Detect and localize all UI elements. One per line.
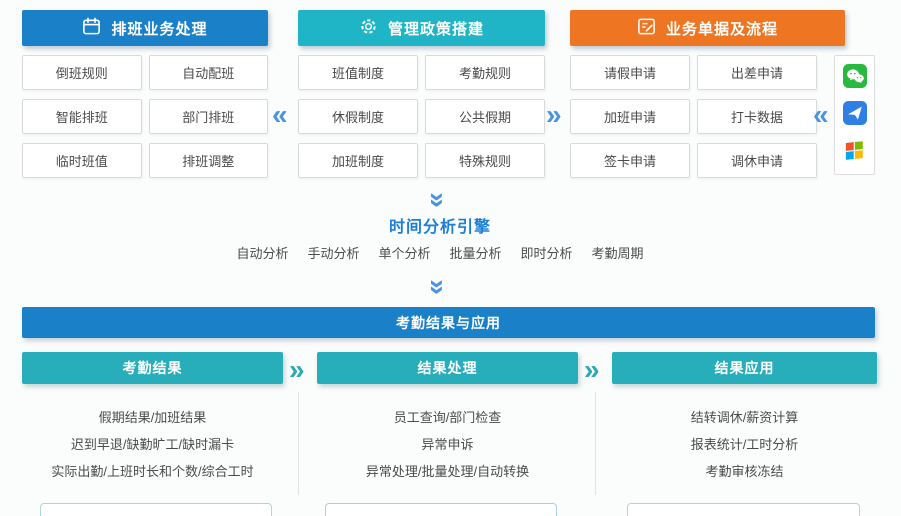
diagram-node: 部门排班 [148, 99, 268, 134]
diagram-node: 签卡申请 [570, 143, 690, 178]
engine-mode: 自动分析 [236, 246, 289, 261]
result-bar-attendance: 考勤结果 [22, 352, 283, 384]
chevron-down-icon: » [423, 279, 454, 295]
chevron-right-icon: » [584, 354, 600, 385]
scheduling-grid: 倒班规则 自动配班 智能排班 部门排班 临时班值 排班调整 [22, 55, 268, 178]
list-item: 考勤审核冻结 [705, 464, 784, 479]
list-item: 迟到早退/缺勤旷工/缺时漏卡 [70, 437, 235, 452]
divider [595, 392, 596, 495]
list-item: 假期结果/加班结果 [98, 410, 207, 425]
result-bar-processing: 结果处理 [317, 352, 578, 384]
processing-result-list: 员工查询/部门检查 异常申诉 异常处理/批量处理/自动转换 [317, 404, 578, 485]
policy-header-label: 管理政策搭建 [387, 20, 484, 38]
diagram-node: 班值制度 [298, 55, 418, 90]
diagram-node: 加班制度 [298, 143, 418, 178]
diagram-node: 休假制度 [298, 99, 418, 134]
list-item: 员工查询/部门检查 [393, 410, 502, 425]
windows-icon [843, 138, 866, 166]
engine-mode: 单个分析 [378, 246, 431, 261]
documents-header-label: 业务单据及流程 [665, 20, 778, 38]
chevron-right-icon: » [546, 99, 562, 130]
diagram-node: 出差申请 [697, 55, 817, 90]
list-item: 结转调休/薪资计算 [690, 410, 799, 425]
cutoff-box [627, 503, 860, 516]
engine-mode: 考勤周期 [591, 246, 644, 261]
list-item: 报表统计/工时分析 [690, 437, 799, 452]
diagram-node: 调休申请 [697, 143, 817, 178]
documents-column: 业务单据及流程 请假申请 出差申请 加班申请 打卡数据 签卡申请 调休申请 [570, 10, 845, 178]
diagram-node: 公共假期 [425, 99, 545, 134]
diagram-node: 排班调整 [148, 143, 268, 178]
list-item: 异常处理/批量处理/自动转换 [365, 464, 530, 479]
diagram-node: 临时班值 [22, 143, 142, 178]
diagram-node: 加班申请 [570, 99, 690, 134]
application-result-list: 结转调休/薪资计算 报表统计/工时分析 考勤审核冻结 [612, 404, 877, 485]
engine-mode: 手动分析 [307, 246, 360, 261]
list-item: 异常申诉 [421, 437, 474, 452]
chevron-right-icon: » [289, 354, 305, 385]
divider [298, 392, 299, 495]
gear-icon [359, 17, 378, 40]
documents-header: 业务单据及流程 [570, 10, 845, 46]
scheduling-header-label: 排班业务处理 [111, 20, 208, 38]
results-banner: 考勤结果与应用 [22, 307, 875, 338]
scheduling-header: 排班业务处理 [22, 10, 268, 46]
diagram-node: 智能排班 [22, 99, 142, 134]
chevron-down-icon: » [423, 192, 454, 208]
form-icon [637, 17, 656, 40]
list-item: 实际出勤/上班时长和个数/综合工时 [51, 464, 254, 479]
engine-modes: 自动分析 手动分析 单个分析 批量分析 即时分析 考勤周期 [0, 243, 880, 262]
cutoff-box [325, 503, 557, 516]
wechat-icon [842, 64, 867, 93]
policy-header: 管理政策搭建 [298, 10, 545, 46]
scheduling-column: 排班业务处理 倒班规则 自动配班 智能排班 部门排班 临时班值 排班调整 [22, 10, 268, 178]
policy-grid: 班值制度 考勤规则 休假制度 公共假期 加班制度 特殊规则 [298, 55, 545, 178]
attendance-result-list: 假期结果/加班结果 迟到早退/缺勤旷工/缺时漏卡 实际出勤/上班时长和个数/综合… [22, 404, 283, 485]
result-bar-application: 结果应用 [612, 352, 877, 384]
diagram-node: 倒班规则 [22, 55, 142, 90]
diagram-node: 考勤规则 [425, 55, 545, 90]
chevron-left-icon: « [272, 99, 288, 130]
diagram-node: 请假申请 [570, 55, 690, 90]
diagram-node: 自动配班 [148, 55, 268, 90]
chevron-left-icon: « [813, 99, 829, 130]
cutoff-box [40, 503, 272, 516]
channel-panel [834, 55, 875, 175]
diagram-node: 特殊规则 [425, 143, 545, 178]
policy-column: 管理政策搭建 班值制度 考勤规则 休假制度 公共假期 加班制度 特殊规则 [298, 10, 545, 178]
engine-mode: 批量分析 [449, 246, 502, 261]
calendar-icon [82, 17, 101, 40]
diagram-node: 打卡数据 [697, 99, 817, 134]
engine-mode: 即时分析 [520, 246, 573, 261]
workapp-icon [842, 101, 867, 130]
engine-title: 时间分析引擎 [388, 219, 491, 236]
documents-grid: 请假申请 出差申请 加班申请 打卡数据 签卡申请 调休申请 [570, 55, 817, 178]
